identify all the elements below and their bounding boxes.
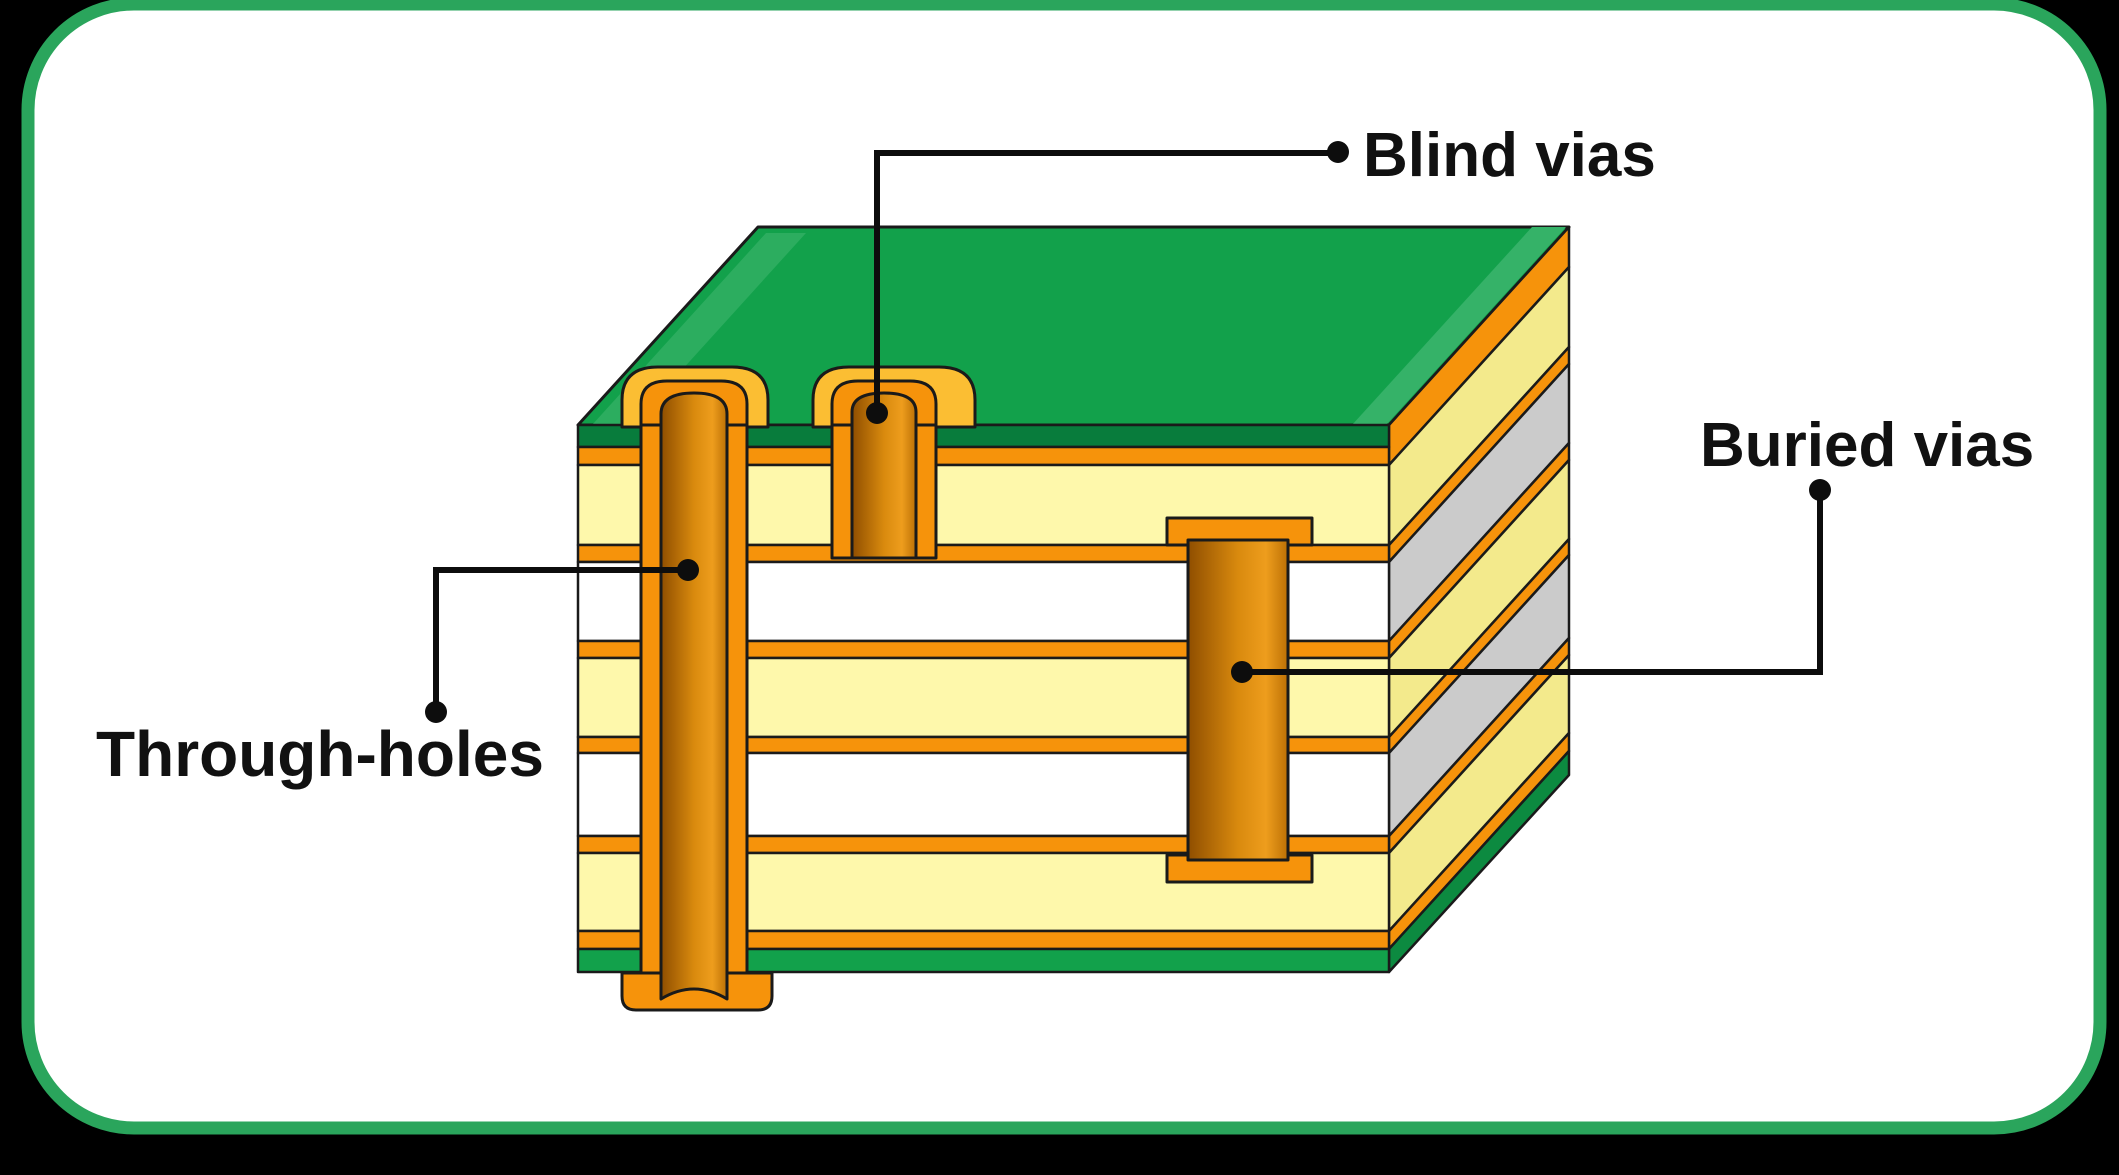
through-holes-anchor-dot	[677, 559, 699, 581]
annotations: Blind vias Buried vias Through-holes	[96, 121, 2034, 790]
buried-via-barrel	[1186, 538, 1290, 862]
blind-via-right-wall	[914, 423, 938, 560]
through-hole-barrel	[659, 391, 729, 1001]
buried-via	[1165, 516, 1314, 884]
through-holes-leader-line	[433, 567, 691, 715]
through-hole-via	[620, 365, 774, 1012]
buried-vias-label: Buried vias	[1700, 411, 2034, 480]
pcb-side-face	[1387, 225, 1571, 974]
buried-vias-anchor-dot	[1231, 661, 1253, 683]
blind-vias-anchor-dot	[866, 402, 888, 424]
through-holes-label: Through-holes	[96, 718, 544, 790]
through-holes-label-dot	[425, 701, 447, 723]
blind-vias-label: Blind vias	[1363, 121, 1656, 190]
top-face-right-bevel	[1352, 227, 1566, 425]
buried-vias-leader-line	[1239, 487, 1823, 675]
blind-via	[811, 365, 977, 560]
blind-via-barrel	[850, 391, 918, 560]
through-hole-left-wall	[639, 423, 663, 975]
through-hole-right-wall	[725, 423, 749, 975]
buried-vias-label-dot	[1809, 479, 1831, 501]
blind-via-left-wall	[830, 423, 854, 560]
front-layer-soldermask-bottom	[576, 947, 1391, 974]
blind-vias-label-dot	[1327, 141, 1349, 163]
blind-vias-leader-line	[874, 150, 1341, 416]
